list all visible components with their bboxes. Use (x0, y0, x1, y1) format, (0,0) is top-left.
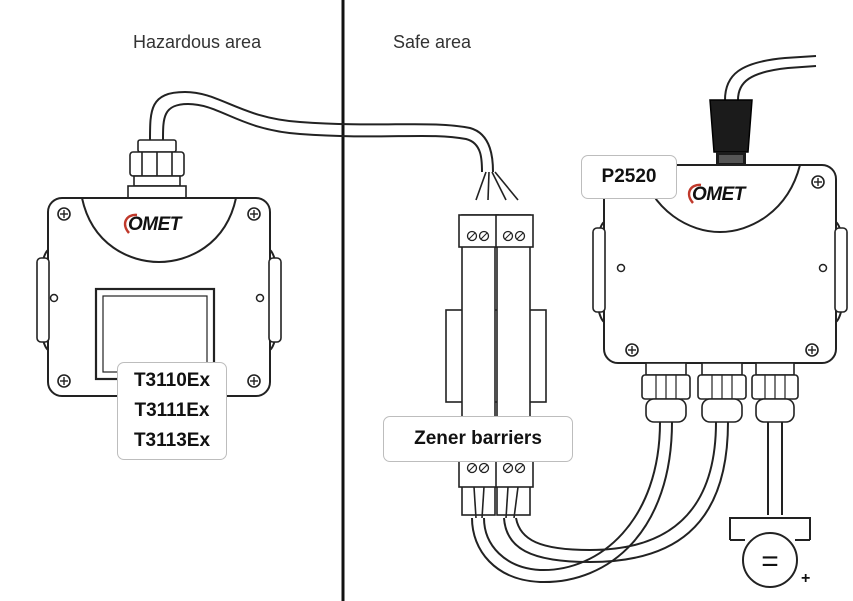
model-label-t3111ex: T3111Ex (134, 400, 210, 421)
model-label-t3113ex: T3113Ex (133, 430, 211, 451)
power-supply (729, 517, 811, 588)
model-label-t3110ex: T3110Ex (133, 370, 211, 391)
zener-barriers-callout: Zener barriers (383, 416, 573, 462)
positive-terminal-label: + (801, 570, 810, 587)
safe-area-label: Safe area (393, 32, 472, 52)
dc-source-circle (742, 532, 798, 588)
power-cable (767, 422, 783, 515)
transmitter-cable-gland (127, 139, 187, 199)
converter-logo: OMET (692, 184, 745, 205)
transmitter-models-callout: T3110Ex T3111Ex T3113Ex (117, 362, 227, 460)
transmitter-logo: OMET (128, 214, 181, 235)
network-cable (724, 55, 817, 101)
sensor-cable (149, 90, 494, 173)
converter-model-callout: P2520 (581, 155, 677, 199)
converter-output-cables (471, 421, 729, 584)
barrier-output-wires (473, 486, 519, 519)
barrier-input-wires (475, 171, 519, 201)
transmitter-logo-mark (123, 213, 138, 234)
network-connector (709, 99, 753, 166)
converter-logo-mark (687, 183, 702, 204)
zener-barrier-modules (445, 214, 547, 516)
hazardous-area-label: Hazardous area (133, 32, 262, 52)
dc-symbol: = (761, 545, 779, 578)
converter-housing (592, 164, 848, 364)
